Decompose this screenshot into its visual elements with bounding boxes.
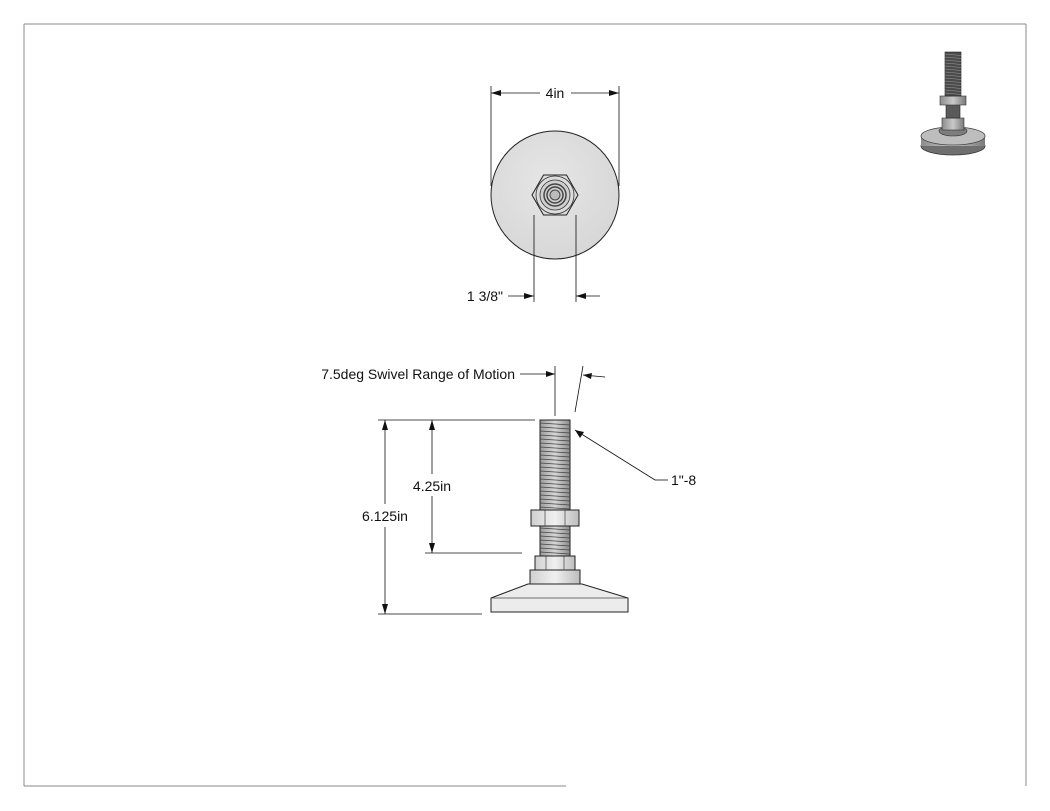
- swivel-dimension: 7.5deg Swivel Range of Motion: [321, 365, 606, 416]
- leveling-foot-isometric-icon: [920, 51, 986, 156]
- hex-width-dimension: 1 3/8": [467, 215, 600, 304]
- diameter-dimension: 4in: [490, 85, 620, 186]
- overall-height-label: 6.125in: [362, 508, 408, 524]
- hex-width-label: 1 3/8": [467, 288, 503, 304]
- top-view: [490, 130, 620, 260]
- side-view: [490, 419, 629, 613]
- swivel-label: 7.5deg Swivel Range of Motion: [321, 366, 515, 382]
- diameter-label: 4in: [546, 85, 565, 101]
- thread-length-label: 4.25in: [413, 478, 451, 494]
- sheet-border: [23, 23, 1027, 787]
- overall-height-dimension: 6.125in: [362, 419, 482, 615]
- thread-callout: 1"-8: [574, 429, 696, 488]
- thread-length-dimension: 4.25in: [413, 419, 535, 554]
- thread-label: 1"-8: [671, 472, 696, 488]
